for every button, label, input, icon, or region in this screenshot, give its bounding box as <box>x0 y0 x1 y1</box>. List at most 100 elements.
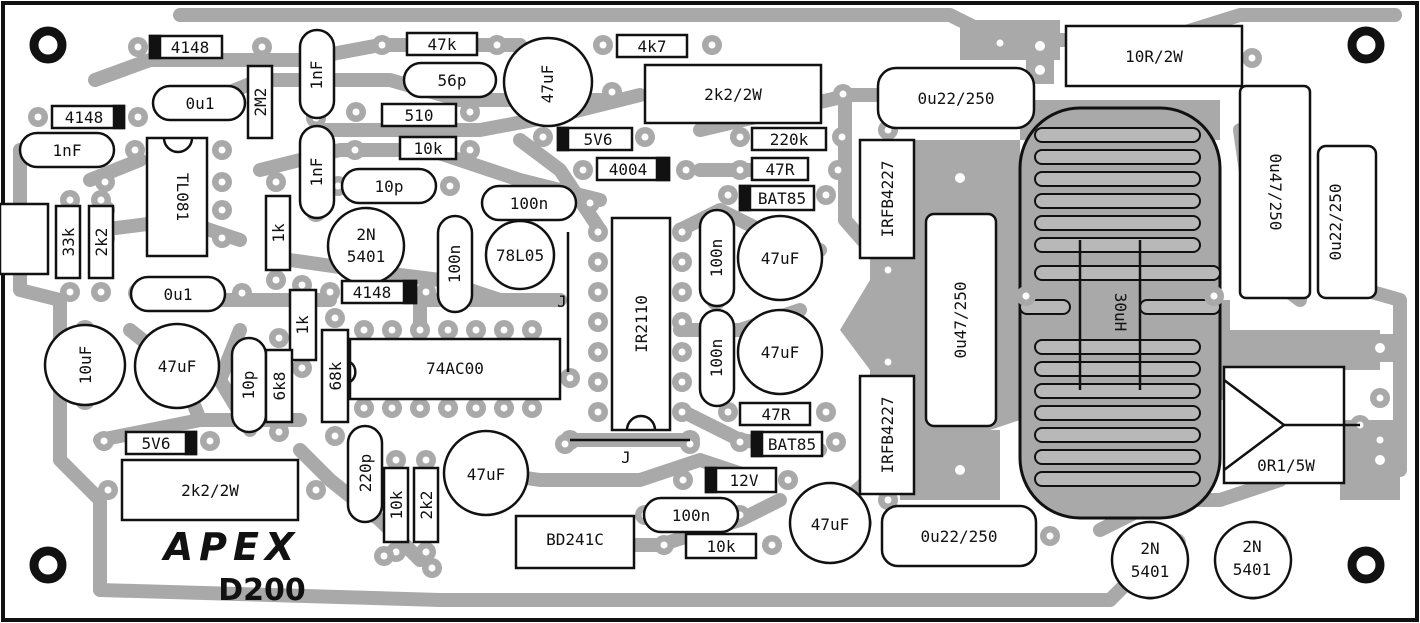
pad-drill-hole <box>331 314 339 322</box>
pad-drill-hole <box>1035 65 1045 75</box>
label-4148-left: 4148 <box>65 108 104 127</box>
pad-drill-hole <box>392 548 400 556</box>
pad-drill-hole <box>500 326 508 334</box>
pad-drill-hole <box>839 90 847 98</box>
pad-drill-hole <box>352 108 360 116</box>
label-100n-b: 100n <box>445 245 464 284</box>
label-bd241c: BD241C <box>546 530 604 549</box>
pad-drill-hole <box>955 465 965 475</box>
pad-drill-hole <box>466 146 474 154</box>
label-47uf-c: 47uF <box>761 249 800 268</box>
label-1nf-a: 1nF <box>307 61 326 90</box>
pad-drill-hole <box>298 364 306 372</box>
model-name: D200 <box>218 573 306 608</box>
pad-drill-hole <box>1035 41 1045 51</box>
label-220p: 220p <box>356 454 375 493</box>
label-12v: 12V <box>730 471 759 490</box>
pad-drill-hole <box>466 108 474 116</box>
pad-drill-hole <box>1248 54 1256 62</box>
label-ir2110: IR2110 <box>632 295 651 353</box>
pad-drill-hole <box>528 326 536 334</box>
pad-drill-hole <box>66 196 74 204</box>
pad-drill-hole <box>686 440 694 448</box>
pad-drill-hole <box>528 404 536 412</box>
pad-drill-hole <box>822 408 830 416</box>
label-2n5401-a-2: 5401 <box>347 247 386 266</box>
pad-drill-hole <box>678 348 686 356</box>
label-0u22-250-top: 0u22/250 <box>917 89 994 108</box>
label-100n-top: 100n <box>510 194 549 213</box>
pad-drill-hole <box>493 41 501 49</box>
pad-drill-hole <box>679 476 687 484</box>
pad-drill-hole <box>206 437 214 445</box>
label-47uf-left: 47uF <box>158 357 197 376</box>
pad-drill-hole <box>388 404 396 412</box>
pad-drill-hole <box>784 476 792 484</box>
label-220k: 220k <box>770 130 809 149</box>
pad-drill-hole <box>678 288 686 296</box>
label-2m2: 2M2 <box>251 88 270 117</box>
label-47uf-f: 47uF <box>811 515 850 534</box>
pad-drill-hole <box>272 178 280 186</box>
pad-drill-hole <box>351 146 359 154</box>
pad-drill-hole <box>724 408 732 416</box>
label-47k: 47k <box>428 35 457 54</box>
pad-drill-hole <box>678 378 686 386</box>
pad-drill-hole <box>312 486 320 494</box>
pad-drill-hole <box>838 133 846 141</box>
pad-drill-hole <box>608 88 616 96</box>
label-10k-top: 10k <box>414 139 443 158</box>
label-2k2-2w-top: 2k2/2W <box>704 85 762 104</box>
label-2k2-2w-bot: 2k2/2W <box>181 481 239 500</box>
label-0r1-5w: 0R1/5W <box>1257 456 1315 475</box>
pad-drill-hole <box>472 404 480 412</box>
pad-drill-hole <box>682 166 690 174</box>
pad-drill-hole <box>736 166 744 174</box>
pad-drill-hole <box>1375 455 1385 465</box>
label-1k-a: 1k <box>269 223 288 243</box>
label-10uf: 10uF <box>76 346 95 385</box>
pad-drill-hole <box>218 178 226 186</box>
pad-drill-hole <box>822 191 830 199</box>
label-10k-bot: 10k <box>707 537 736 556</box>
label-2k2-left: 2k2 <box>92 228 111 257</box>
pad-drill-hole <box>66 288 74 296</box>
label-0u1-top: 0u1 <box>186 94 215 113</box>
component-labels: 4148 47k 4k7 10R/2W 56p 47uF 1nF 1nF 0u1… <box>53 35 1345 581</box>
pad-drill-hole <box>678 318 686 326</box>
pad-drill-hole <box>360 326 368 334</box>
label-0u22-250-bot: 0u22/250 <box>920 527 997 546</box>
pad-drill-hole <box>380 552 388 560</box>
label-2n5401-b-2: 5401 <box>1131 562 1170 581</box>
label-100n-d: 100n <box>707 339 726 378</box>
pad-drill-hole <box>736 438 744 446</box>
label-47r-bot: 47R <box>762 405 791 424</box>
pad-drill-hole <box>586 199 594 207</box>
label-0u47-250-mid: 0u47/250 <box>951 281 970 358</box>
label-10p-top: 10p <box>375 177 404 196</box>
label-10k-v: 10k <box>387 490 406 519</box>
pad-drill-hole <box>594 288 602 296</box>
label-2n5401-c-1: 2N <box>1242 537 1261 556</box>
pad-drill-hole <box>678 258 686 266</box>
pad-drill-hole <box>100 437 108 445</box>
pad-drill-hole <box>331 432 339 440</box>
label-56p: 56p <box>438 71 467 90</box>
misc-lines <box>566 232 1360 471</box>
ic-notches <box>162 137 657 431</box>
label-74ac00: 74AC00 <box>426 359 484 378</box>
label-100n-c: 100n <box>707 239 726 278</box>
pad-drill-hole <box>1375 343 1385 353</box>
component-bodies <box>0 24 1378 600</box>
pad-drill-hole <box>566 374 574 382</box>
pad-drill-hole <box>539 133 547 141</box>
label-4004: 4004 <box>609 160 648 179</box>
pad-drill-hole <box>955 173 965 183</box>
pad-drill-hole <box>1022 292 1030 300</box>
pad-drill-hole <box>724 191 732 199</box>
label-1nf-left: 1nF <box>53 141 82 160</box>
pad-drill-hole <box>444 326 452 334</box>
pad-drill-hole <box>708 41 716 49</box>
pad-drill-hole <box>599 41 607 49</box>
